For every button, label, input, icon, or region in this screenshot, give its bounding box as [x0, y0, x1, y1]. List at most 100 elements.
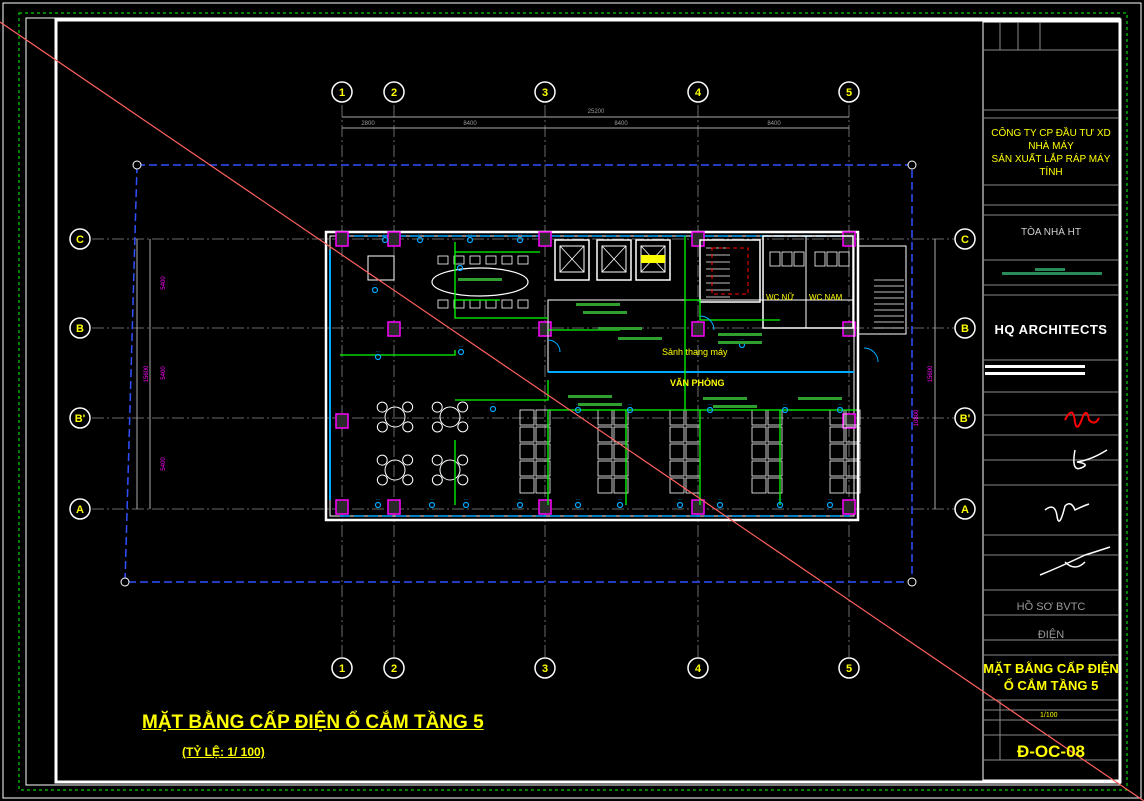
column-5	[387, 321, 401, 337]
axis-label-2-bottom: 2	[391, 663, 397, 675]
axis-label-5-top: 5	[846, 87, 852, 99]
lounge-chair-0-1	[376, 421, 388, 433]
sheet-green-border	[18, 12, 1128, 791]
wiring-annotation-10	[713, 405, 757, 408]
column-14	[842, 499, 856, 515]
workstation-1-4-1	[613, 477, 629, 494]
wiring-annotation-6	[458, 278, 502, 281]
workstation-1-1-1	[613, 426, 629, 443]
sheet-title-line-2: Ổ CẮM TẦNG 5	[1003, 678, 1099, 693]
workstation-3-3-0	[751, 460, 767, 477]
meeting-chair-t-2	[469, 255, 481, 265]
elevator-car-0	[559, 245, 585, 273]
outlet-tag-0: ···	[373, 282, 378, 288]
lounge-chair-2-1	[376, 474, 388, 486]
lounge-chair-0-0	[402, 421, 414, 433]
workstation-4-3-1	[845, 460, 861, 477]
axis-bubble-3-bottom	[534, 657, 556, 679]
outlet-tag-21: ···	[838, 402, 843, 408]
elevator-x2-0	[559, 245, 585, 273]
office-desk-manager	[367, 255, 395, 281]
axis-bubble-B'-right	[954, 407, 976, 429]
workstation-0-2-0	[519, 443, 535, 460]
door-swing-3	[699, 315, 715, 331]
wiring-run-0	[454, 242, 548, 319]
workstation-0-1-0	[519, 426, 535, 443]
tb-bar-3	[985, 365, 1085, 368]
wc-stall-m-2	[838, 251, 850, 267]
boundary-marker-1	[907, 160, 917, 170]
lounge-table-0	[384, 406, 406, 428]
outlet-tag-14: ···	[718, 497, 723, 503]
tb-bar-4	[985, 372, 1085, 375]
tb-bar-1	[1035, 268, 1065, 271]
lounge-table-2	[384, 459, 406, 481]
axis-bubble-5-bottom	[838, 657, 860, 679]
drawing-scale: (TỶ LỆ: 1/ 100)	[182, 745, 265, 759]
dimension-text-side-total: 15600	[144, 365, 150, 382]
workstation-4-3-0	[829, 460, 845, 477]
wiring-annotation-5	[718, 341, 762, 344]
outlet-0	[371, 286, 379, 294]
meeting-chair-b-0	[437, 299, 449, 309]
column-3	[691, 231, 705, 247]
meeting-chair-t-4	[501, 255, 513, 265]
lounge-chair-0-2	[376, 401, 388, 413]
column-12	[538, 499, 552, 515]
stair-fire-outline	[711, 247, 749, 295]
drawing-title: MẶT BẰNG CẤP ĐIỆN Ổ CẮM TẦNG 5	[142, 712, 484, 733]
meeting-chair-b-2	[469, 299, 481, 309]
outlet-tag-19: ···	[708, 402, 713, 408]
stair-core	[699, 239, 761, 303]
wiring-annotation-4	[718, 333, 762, 336]
lounge-chair-2-0	[402, 474, 414, 486]
column-8	[842, 321, 856, 337]
axis-label-B-right: B	[961, 323, 969, 335]
workstation-0-1-1	[535, 426, 551, 443]
boundary-marker-0	[132, 160, 142, 170]
lounge-chair-3-3	[457, 454, 469, 466]
lounge-table-1	[439, 406, 461, 428]
outlet-16	[826, 501, 834, 509]
workstation-0-3-1	[535, 460, 551, 477]
sheet-inner-frame	[54, 18, 1122, 784]
title-block-sheet-title: MẶT BẰNG CẤP ĐIỆN Ổ CẮM TẦNG 5	[983, 660, 1119, 694]
workstation-3-1-1	[767, 426, 783, 443]
dimension-text-right: 10800	[914, 409, 920, 426]
outlet-15	[776, 501, 784, 509]
axis-bubble-C-left	[69, 228, 91, 250]
outlet-21	[836, 406, 844, 414]
outlet-14	[716, 501, 724, 509]
dimension-text-right-total: 15600	[928, 365, 934, 382]
workstation-2-2-0	[669, 443, 685, 460]
outlet-8	[428, 501, 436, 509]
axis-bubble-3-top	[534, 81, 556, 103]
outlet-3	[466, 236, 474, 244]
elevator-shaft-2	[635, 239, 671, 281]
column-7	[691, 321, 705, 337]
column-6	[538, 321, 552, 337]
workstation-0-4-0	[519, 477, 535, 494]
axis-bubble-4-bottom	[687, 657, 709, 679]
outlet-4	[516, 236, 524, 244]
outlet-22	[381, 236, 389, 244]
outlet-tag-8: ···	[430, 497, 435, 503]
lounge-chair-0-3	[402, 401, 414, 413]
wiring-annotation-2	[598, 327, 642, 330]
workstation-1-3-0	[597, 460, 613, 477]
outlet-tag-9: ···	[464, 497, 469, 503]
workstation-3-4-1	[767, 477, 783, 494]
axis-label-4-bottom: 4	[695, 663, 702, 675]
axis-bubble-B-left	[69, 317, 91, 339]
workstation-1-3-1	[613, 460, 629, 477]
axis-bubble-1-bottom	[331, 657, 353, 679]
lounge-chair-1-1	[431, 421, 443, 433]
wiring-annotation-7	[568, 395, 612, 398]
meeting-chair-t-5	[517, 255, 529, 265]
wc-stall-f-2	[793, 251, 805, 267]
workstation-4-1-1	[845, 426, 861, 443]
outlet-tag-18: ···	[628, 402, 633, 408]
axis-bubble-A-left	[69, 498, 91, 520]
outlet-tag-20: ···	[783, 402, 788, 408]
